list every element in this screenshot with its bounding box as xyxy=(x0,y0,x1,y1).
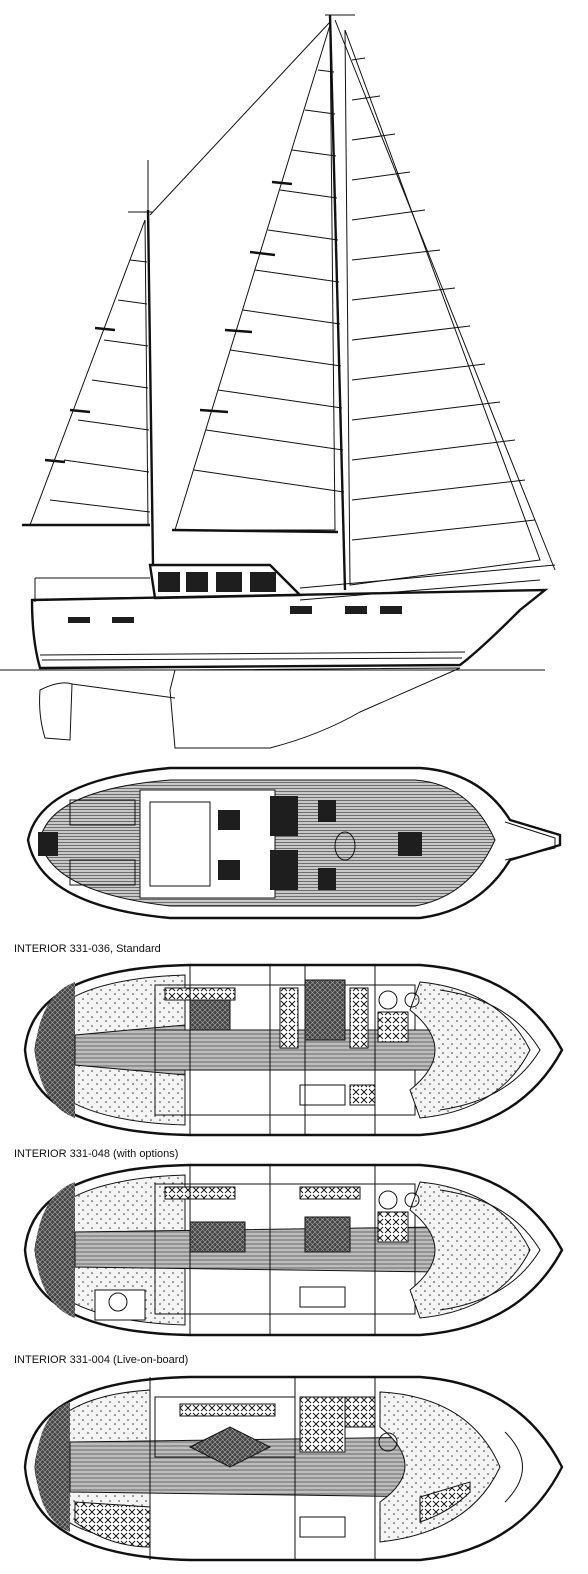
mizzen-sail xyxy=(29,219,149,526)
forestay xyxy=(334,19,556,571)
deck-outline xyxy=(26,766,562,920)
deckhouse xyxy=(148,563,303,600)
jib-sail xyxy=(344,29,541,586)
interior-label-options: INTERIOR 331-048 (with options) xyxy=(14,1148,179,1160)
sail-plan-profile xyxy=(0,0,588,760)
deck-plan xyxy=(0,760,588,940)
main-boom xyxy=(171,528,339,534)
interior-plan-options xyxy=(0,1162,588,1342)
main-mast xyxy=(328,14,347,591)
interior-plan-standard xyxy=(0,960,588,1145)
mizzen-mast xyxy=(146,209,155,566)
interior-label-standard: INTERIOR 331-036, Standard xyxy=(14,943,161,955)
keel xyxy=(169,667,461,749)
hull xyxy=(30,588,549,670)
interior-plan-liveaboard xyxy=(0,1372,588,1572)
interior-label-liveaboard: INTERIOR 331-004 (Live-on-board) xyxy=(14,1354,189,1366)
rudder xyxy=(39,682,73,741)
